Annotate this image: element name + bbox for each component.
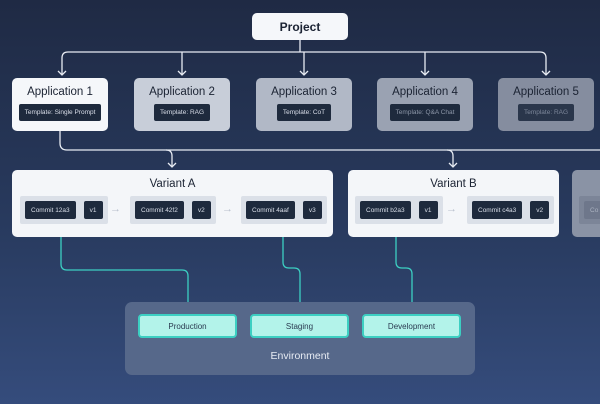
version-badge: v2 [530, 201, 550, 219]
variant-b[interactable]: Variant B Commit b2a3 v1 → Commit c4a3 v2 [348, 170, 559, 237]
commit-badge: Commit 42f2 [135, 201, 184, 219]
commit-badge: Commit b2a3 [360, 201, 411, 219]
app-title: Application 1 [27, 86, 93, 98]
application-1[interactable]: Application 1 Template: Single Prompt [12, 78, 108, 131]
template-badge: Template: RAG [153, 104, 211, 121]
template-badge: Template: Single Prompt [18, 104, 102, 121]
app-title: Application 2 [149, 86, 215, 98]
staging-button[interactable]: Staging [250, 314, 349, 338]
production-button[interactable]: Production [138, 314, 237, 338]
variant-connectors [59, 131, 600, 168]
variant-title: Variant B [430, 178, 477, 190]
version-badge: v1 [418, 201, 438, 219]
commit-badge: Commit c4a3 [472, 201, 523, 219]
commit-group[interactable]: Commit 12a3 v1 [20, 196, 108, 224]
environment-label: Environment [270, 350, 330, 362]
commit-badge: Commit 12a3 [25, 201, 76, 219]
application-5[interactable]: Application 5 Template: RAG [498, 78, 594, 131]
application-2[interactable]: Application 2 Template: RAG [134, 78, 230, 131]
template-badge: Template: Q&A Chat [389, 104, 461, 121]
commit-badge: Commit 4aaf [246, 201, 295, 219]
template-badge: Template: RAG [517, 104, 575, 121]
version-badge: v3 [302, 201, 322, 219]
template-badge: Template: CoT [276, 104, 332, 121]
commit-group[interactable]: Commit c4a3 v2 [467, 196, 555, 224]
project-node[interactable]: Project [252, 13, 348, 40]
arrow-right-icon: → [222, 203, 233, 215]
variant-c-partial[interactable]: Co [572, 170, 600, 237]
environment-panel: Production Staging Development Environme… [125, 302, 475, 375]
app-title: Application 5 [513, 86, 579, 98]
application-3[interactable]: Application 3 Template: CoT [256, 78, 352, 131]
commit-group[interactable]: Commit 4aaf v3 [241, 196, 327, 224]
version-badge: v2 [191, 201, 211, 219]
application-4[interactable]: Application 4 Template: Q&A Chat [377, 78, 473, 131]
app-title: Application 3 [271, 86, 337, 98]
arrow-right-icon: → [446, 203, 457, 215]
environment-connectors [56, 226, 413, 314]
commit-group[interactable]: Commit b2a3 v1 [355, 196, 443, 224]
commit-badge: Co [584, 201, 600, 219]
variant-title: Variant A [149, 178, 196, 190]
project-connectors [57, 40, 551, 76]
commit-group[interactable]: Co [579, 196, 600, 224]
app-title: Application 4 [392, 86, 458, 98]
commit-group[interactable]: Commit 42f2 v2 [130, 196, 216, 224]
project-label: Project [279, 19, 321, 34]
development-button[interactable]: Development [362, 314, 461, 338]
arrow-right-icon: → [110, 203, 121, 215]
version-badge: v1 [83, 201, 103, 219]
